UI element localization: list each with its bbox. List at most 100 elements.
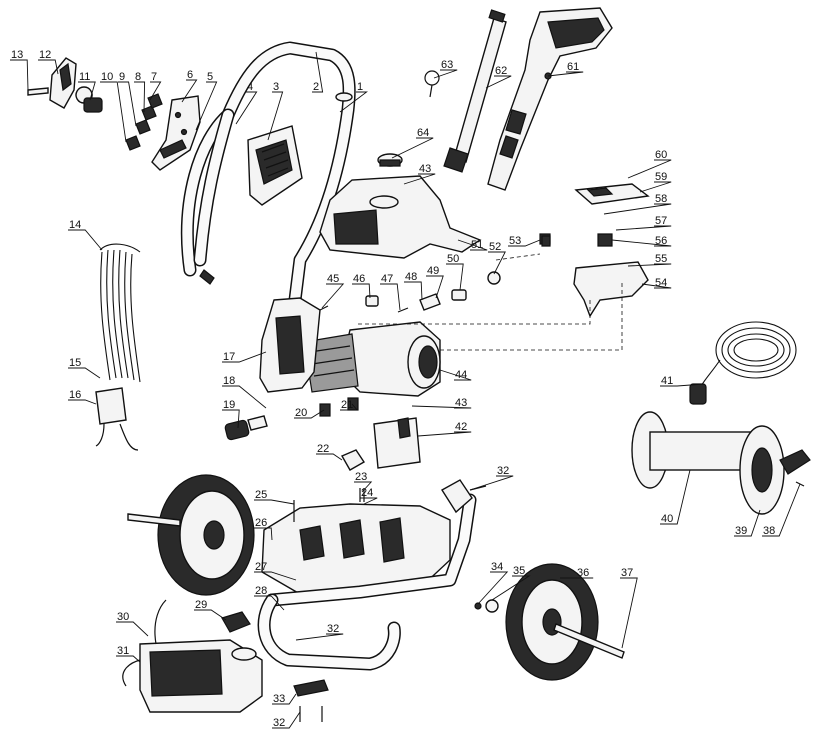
callout-label-17: 17 [223,351,235,363]
callout-label-34: 34 [491,561,503,573]
callout-label-53: 53 [509,235,521,247]
callout-leader [380,283,401,311]
spray-wand [443,9,507,173]
callout-leader [457,239,488,251]
callout-leader [272,711,301,729]
callout-label-5: 5 [207,71,213,83]
handle-bracket [151,95,201,171]
callout-leader [352,283,371,299]
callout-label-35: 35 [513,565,525,577]
callout-label-32a: 32 [497,465,509,477]
callout-label-42: 42 [455,421,467,433]
callout-leader [485,75,512,89]
callout-label-60: 60 [655,149,667,161]
callout-label-43b: 43 [455,397,467,409]
callout-label-47: 47 [381,273,393,285]
callout-label-3: 3 [273,81,279,93]
callout-leader [491,575,531,601]
handle-frame [180,41,356,307]
callout-label-12: 12 [39,49,51,61]
inlet-fittings [224,397,359,441]
callout-leader [762,483,801,537]
callout-leader [116,621,149,637]
callout-leader [295,633,344,641]
callout-label-39: 39 [735,525,747,537]
callout-label-22: 22 [317,443,329,455]
callout-label-37: 37 [621,567,633,579]
callout-leader [488,251,506,275]
callout-leader [477,571,509,605]
callout-leader [439,369,472,381]
callout-label-63: 63 [441,59,453,71]
callout-label-26: 26 [255,517,267,529]
callout-leader [294,409,325,419]
assembly-guides [358,253,623,351]
callout-label-38: 38 [763,525,775,537]
callout-leader [254,499,295,505]
callout-label-49: 49 [427,265,439,277]
chassis [257,493,477,671]
callout-label-9: 9 [119,71,125,83]
pump-cover [373,417,421,469]
callout-label-8: 8 [135,71,141,83]
callout-leader [620,577,638,649]
callout-leader [603,203,672,215]
small-parts [221,235,805,722]
callout-label-25: 25 [255,489,267,501]
control-panel [539,183,650,318]
callout-label-43a: 43 [419,163,431,175]
callout-leader [68,399,97,405]
callout-label-20: 20 [295,407,307,419]
callout-label-46: 46 [353,273,365,285]
callout-label-36: 36 [577,567,589,579]
high-pressure-hose [689,321,797,405]
callout-label-59: 59 [655,171,667,183]
callout-leader [611,239,672,247]
callout-leader [272,693,297,705]
power-cord [95,243,141,451]
callout-leader [254,595,285,611]
hose-guide [247,125,303,206]
callout-label-6: 6 [187,69,193,81]
callout-label-2: 2 [313,81,319,93]
callout-label-32c: 32 [273,717,285,729]
callout-label-64: 64 [417,127,429,139]
callout-label-48: 48 [405,271,417,283]
pump-motor [303,321,441,397]
callout-label-1: 1 [357,81,363,93]
callout-leader [195,81,218,131]
callout-label-58: 58 [655,193,667,205]
callout-label-10: 10 [101,71,113,83]
callout-leader [68,229,103,251]
callout-leader [267,91,284,141]
callout-leader [403,173,436,185]
callout-label-14: 14 [69,219,81,231]
callout-label-11: 11 [79,71,90,83]
callout-leader [222,409,240,429]
callout-label-41: 41 [661,375,673,387]
callout-leader [235,91,258,125]
callout-leader [181,79,198,103]
callout-label-57: 57 [655,215,667,227]
callout-leader [627,159,672,179]
callout-label-29: 29 [195,599,207,611]
callout-label-56: 56 [655,235,667,247]
callout-label-4: 4 [247,81,253,93]
callout-label-23: 23 [355,471,367,483]
callout-label-19: 19 [223,399,235,411]
hose-fittings [319,271,501,313]
callout-leader [68,367,101,379]
callout-label-50: 50 [447,253,459,265]
callout-leader [417,431,472,437]
detergent-tank [122,599,263,713]
callout-leader [340,403,359,411]
callout-leader [78,81,96,101]
callout-leader [469,475,514,491]
pump-guard [259,297,321,393]
callout-leader [134,81,146,113]
callout-leader [222,351,267,363]
callout-leader [627,263,672,267]
callout-leader [316,453,343,461]
